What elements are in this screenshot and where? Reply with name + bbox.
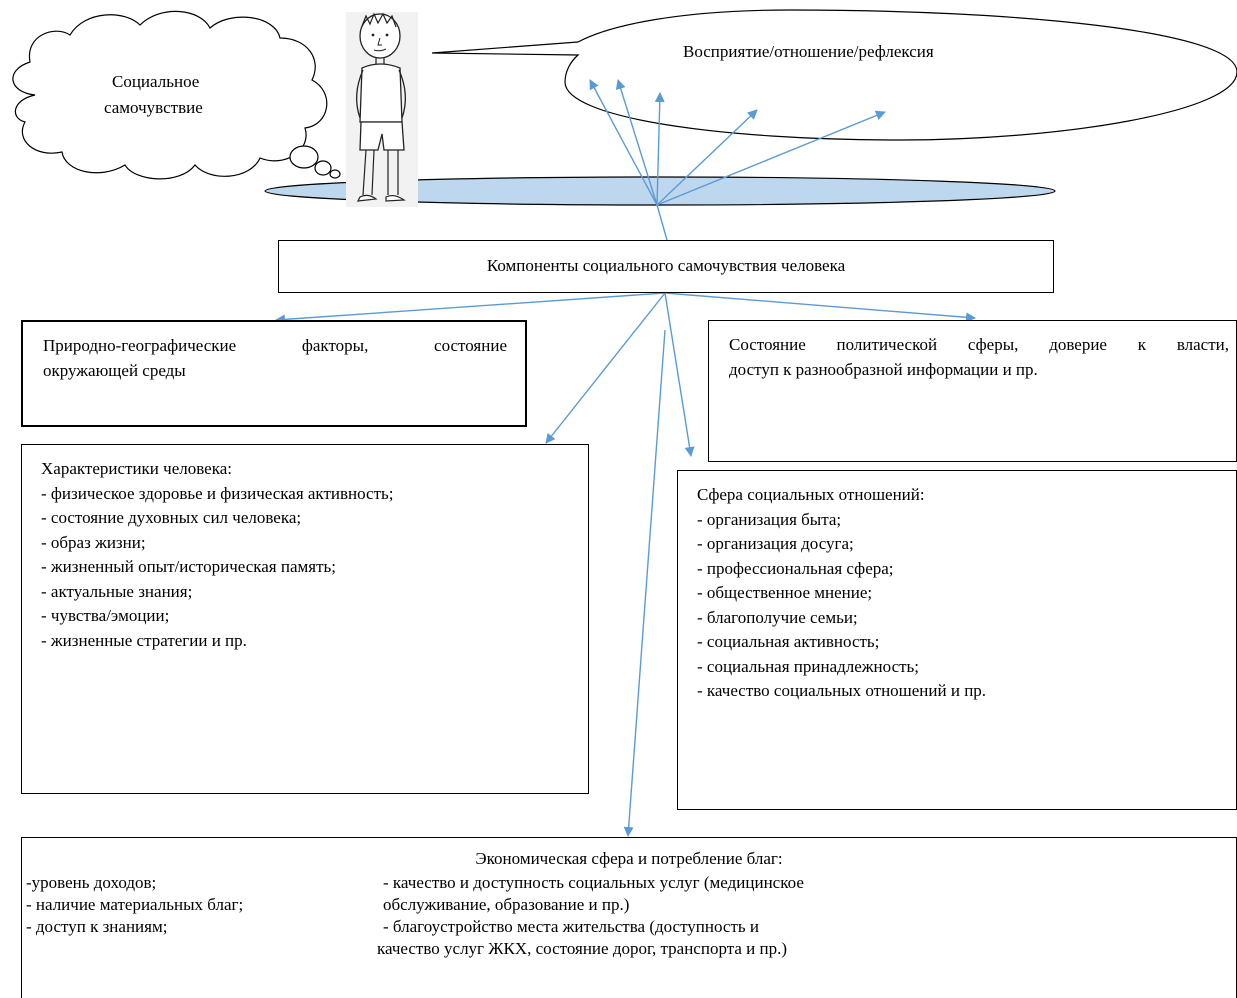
list-item: - жизненные стратегии и пр. bbox=[41, 630, 247, 650]
list-item: качество услуг ЖКХ, состояние дорог, тра… bbox=[377, 939, 788, 958]
list-item: - организация быта; bbox=[697, 509, 842, 529]
arrow-to-economic bbox=[623, 329, 666, 837]
list-item: - наличие материальных благ; bbox=[26, 895, 244, 914]
list-item: - качество социальных отношений и пр. bbox=[697, 681, 987, 700]
platform-disc bbox=[264, 176, 1056, 206]
thought-cloud bbox=[12, 10, 328, 180]
arrow-disc-to-perception-2 bbox=[615, 79, 658, 206]
natural-factors-box: Природно-географические факторы, состоян… bbox=[21, 320, 527, 427]
list-item: обслуживание, образование и пр.) bbox=[383, 895, 630, 914]
perception-label: Восприятие/отношение/рефлексия bbox=[683, 42, 934, 61]
list-item: - общественное мнение; bbox=[697, 583, 873, 602]
arrow-to-human bbox=[545, 292, 666, 444]
speech-bubble bbox=[431, 9, 1237, 141]
list-item: - качество и доступность социальных услу… bbox=[383, 873, 804, 892]
political-sphere-box: Состояние политической сферы, доверие к … bbox=[708, 320, 1237, 462]
arrow-disc-to-perception-5 bbox=[656, 110, 886, 206]
list-item: - физическое здоровье и физическая актив… bbox=[41, 483, 394, 503]
list-item: - доступ к знаниям; bbox=[26, 917, 168, 936]
connector-box-to-disc bbox=[656, 204, 668, 241]
political-line2: доступ к разнообразной информации и пр. bbox=[729, 359, 1038, 379]
arrow-to-natural bbox=[275, 292, 666, 325]
arrow-disc-to-perception-4 bbox=[656, 109, 758, 206]
economic-sphere-box: Экономическая сфера и потребление благ: … bbox=[21, 837, 1237, 998]
natural-line1: Природно-географические факторы, состоян… bbox=[43, 336, 507, 355]
list-item: - социальная принадлежность; bbox=[697, 656, 920, 676]
cloud-label-line1: Социальное bbox=[112, 72, 200, 91]
list-item: -уровень доходов; bbox=[26, 873, 157, 892]
cloud-label-line2: самочувствие bbox=[104, 98, 203, 117]
components-box: Компоненты социального самочувствия чело… bbox=[278, 240, 1054, 293]
arrow-to-political bbox=[664, 292, 976, 323]
person-figure bbox=[346, 12, 418, 207]
list-item: - организация досуга; bbox=[697, 534, 854, 553]
list-item: - жизненный опыт/историческая память; bbox=[41, 557, 337, 576]
human-title: Характеристики человека: bbox=[41, 459, 232, 478]
list-item: - социальная активность; bbox=[697, 632, 880, 651]
thought-bubble-medium bbox=[314, 160, 332, 176]
human-characteristics-box: Характеристики человека: - физическое зд… bbox=[21, 444, 589, 794]
natural-line2: окружающей среды bbox=[43, 360, 186, 380]
arrow-to-social bbox=[664, 292, 695, 457]
components-title: Компоненты социального самочувствия чело… bbox=[486, 256, 846, 275]
list-item: - состояние духовных сил человека; bbox=[41, 508, 302, 527]
economic-title: Экономическая сфера и потребление благ: bbox=[475, 849, 783, 868]
social-title: Сфера социальных отношений: bbox=[697, 485, 925, 504]
list-item: - благоустройство места жительства (дост… bbox=[383, 917, 759, 936]
arrow-disc-to-perception-3 bbox=[654, 92, 665, 206]
social-relations-box: Сфера социальных отношений: - организаци… bbox=[677, 470, 1237, 810]
list-item: - чувства/эмоции; bbox=[41, 606, 170, 625]
arrow-disc-to-perception-1 bbox=[589, 79, 658, 206]
thought-bubble-large bbox=[289, 145, 319, 169]
political-line1: Состояние политической сферы, доверие к … bbox=[729, 335, 1229, 354]
list-item: - профессиональная сфера; bbox=[697, 558, 894, 578]
list-item: - благополучие семьи; bbox=[697, 607, 858, 627]
list-item: - образ жизни; bbox=[41, 532, 146, 552]
list-item: - актуальные знания; bbox=[41, 581, 193, 601]
thought-bubble-small bbox=[329, 169, 341, 179]
